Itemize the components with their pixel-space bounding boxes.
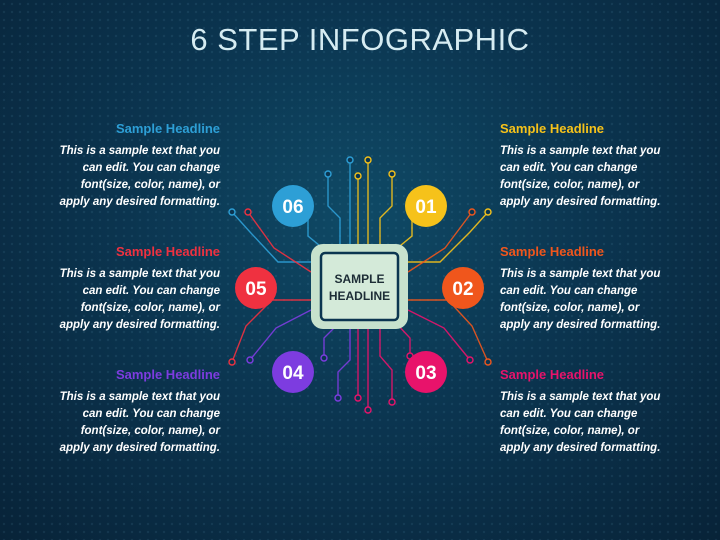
step-badge-03[interactable]: 03 <box>405 351 447 393</box>
step-number-04: 04 <box>282 363 304 384</box>
step-headline-05: Sample Headline <box>115 244 220 259</box>
circuit-trace <box>327 174 341 244</box>
circuit-trace <box>379 329 393 402</box>
step-headline-02: Sample Headline <box>500 244 605 259</box>
step-text-04: This is a sample text that you can edit.… <box>59 391 220 454</box>
step-badge-05[interactable]: 05 <box>235 267 277 309</box>
trace-end-node <box>388 398 396 406</box>
step-circle-01 <box>405 185 447 227</box>
step-block-05: Sample Headline This is a sample text th… <box>50 244 220 334</box>
step-text-01: This is a sample text that you can edit.… <box>500 145 661 208</box>
circuit-trace <box>379 174 393 244</box>
step-block-03: Sample Headline This is a sample text th… <box>500 367 670 457</box>
circuit-trace <box>249 309 312 361</box>
chip-label-line1: SAMPLE <box>334 272 384 286</box>
step-block-04: Sample Headline This is a sample text th… <box>50 367 220 457</box>
circuit-trace <box>407 211 473 273</box>
chip-label-line2: HEADLINE <box>329 289 390 303</box>
step-badge-06[interactable]: 06 <box>272 185 314 227</box>
circuit-trace <box>247 211 312 273</box>
step-text-02: This is a sample text that you can edit.… <box>500 268 661 331</box>
step-text-05: This is a sample text that you can edit.… <box>59 268 220 331</box>
step-number-01: 01 <box>415 197 437 218</box>
trace-end-node <box>364 156 372 164</box>
trace-end-node <box>334 394 342 402</box>
trace-end-node <box>354 172 362 180</box>
trace-end-node <box>388 170 396 178</box>
trace-end-node <box>484 208 492 216</box>
step-circle-04 <box>272 351 314 393</box>
step-badge-04[interactable]: 04 <box>272 351 314 393</box>
circuit-trace <box>337 329 351 398</box>
step-text-06: This is a sample text that you can edit.… <box>59 145 220 208</box>
step-badge-01[interactable]: 01 <box>405 185 447 227</box>
trace-end-node <box>466 356 474 364</box>
step-circle-05 <box>235 267 277 309</box>
step-number-05: 05 <box>245 279 267 300</box>
trace-end-node <box>468 208 476 216</box>
chip-inner <box>319 251 400 322</box>
step-text-03: This is a sample text that you can edit.… <box>500 391 661 454</box>
trace-end-node <box>354 394 362 402</box>
step-circle-03 <box>405 351 447 393</box>
circuit-trace <box>231 299 311 363</box>
center-chip: SAMPLE HEADLINE <box>311 244 408 329</box>
trace-end-node <box>244 208 252 216</box>
step-badge-02[interactable]: 02 <box>442 267 484 309</box>
trace-end-node <box>228 358 236 366</box>
step-number-02: 02 <box>452 279 473 300</box>
trace-end-node <box>346 156 354 164</box>
step-circle-06 <box>272 185 314 227</box>
circuit-traces <box>228 156 492 414</box>
trace-end-node <box>320 354 328 362</box>
trace-end-node <box>484 358 492 366</box>
step-circle-02 <box>442 267 484 309</box>
step-headline-01: Sample Headline <box>500 121 605 136</box>
trace-end-node <box>324 170 332 178</box>
step-block-02: Sample Headline This is a sample text th… <box>500 244 670 334</box>
trace-end-node <box>364 406 372 414</box>
circuit-trace <box>408 299 489 363</box>
step-headline-03: Sample Headline <box>500 367 605 382</box>
step-number-03: 03 <box>415 363 436 384</box>
page-title: 6 STEP INFOGRAPHIC <box>190 22 530 57</box>
circuit-trace <box>407 309 471 361</box>
step-number-06: 06 <box>282 197 303 218</box>
trace-end-node <box>246 356 254 364</box>
step-block-01: Sample Headline This is a sample text th… <box>500 121 670 211</box>
step-headline-04: Sample Headline <box>115 367 220 382</box>
step-headline-06: Sample Headline <box>115 121 220 136</box>
step-block-06: Sample Headline This is a sample text th… <box>50 121 220 211</box>
trace-end-node <box>228 208 236 216</box>
